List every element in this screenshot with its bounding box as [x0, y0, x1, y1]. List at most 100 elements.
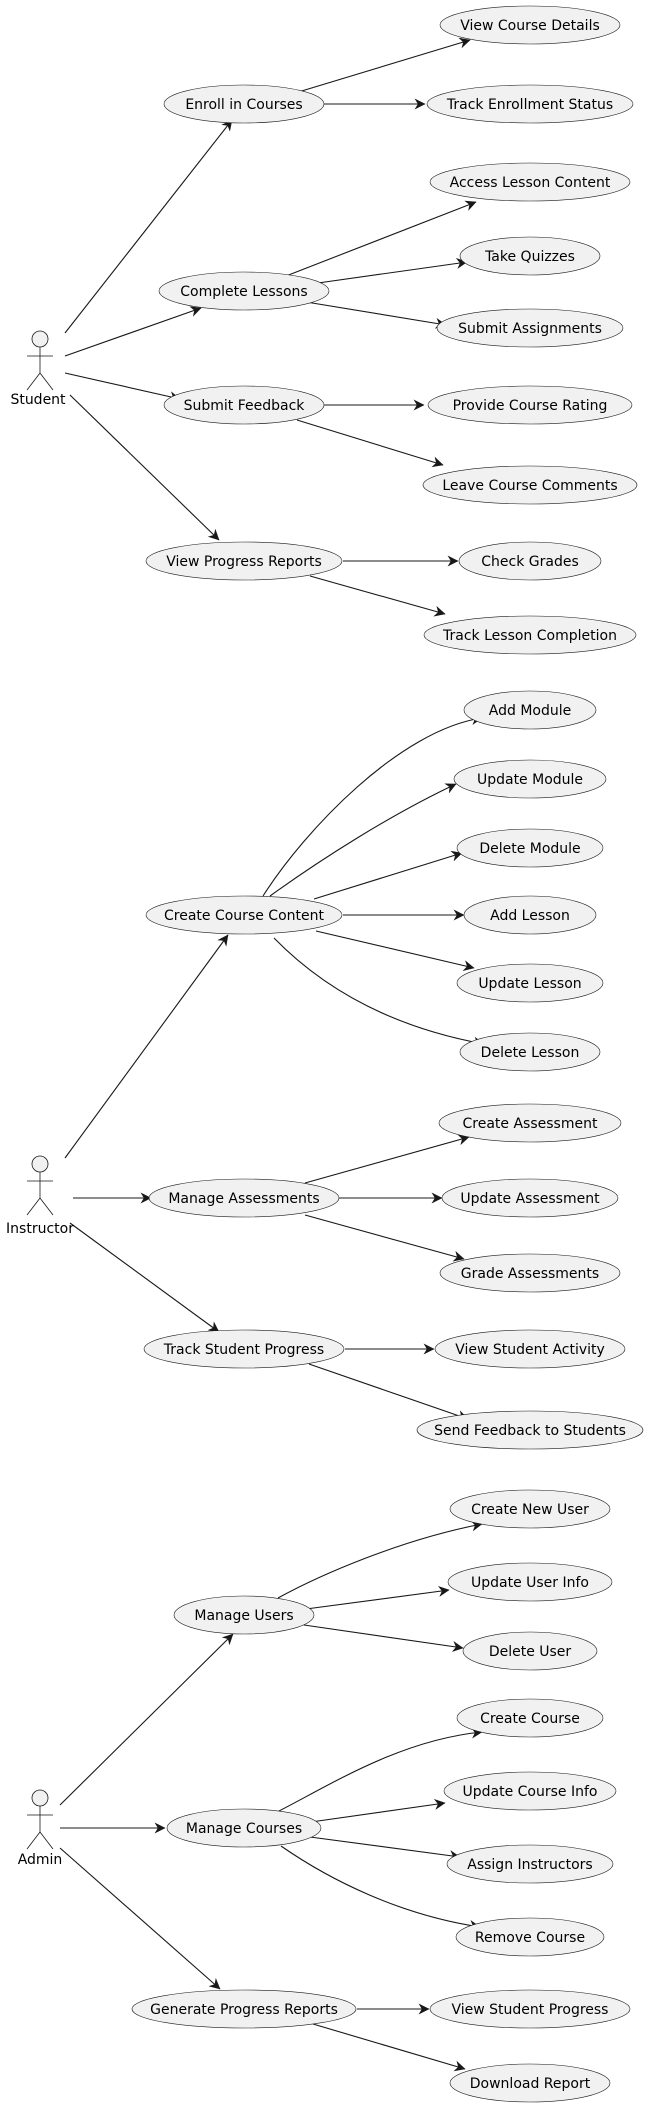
usecase-enroll-courses: Enroll in Courses	[163, 84, 325, 124]
usecase-view-progress-reports: View Progress Reports	[145, 541, 343, 581]
usecase-delete-user: Delete User	[462, 1631, 598, 1671]
usecase-label: Update Course Info	[463, 1784, 598, 1800]
edge-create-deletemodule	[313, 850, 463, 900]
actor-leg-right	[39, 372, 54, 391]
usecase-check-grades: Check Grades	[458, 541, 602, 581]
usecase-create-new-user: Create New User	[449, 1489, 611, 1529]
usecase-label: Assign Instructors	[467, 1857, 592, 1873]
edge-complete-assignments	[299, 300, 447, 329]
usecase-label: Create Assessment	[463, 1116, 598, 1132]
usecase-grade-assessments: Grade Assessments	[439, 1253, 621, 1293]
usecase-update-assessment: Update Assessment	[441, 1178, 619, 1218]
usecase-submit-assignments: Submit Assignments	[436, 308, 624, 348]
usecase-update-user-info: Update User Info	[447, 1562, 613, 1602]
edge-progress-completion	[309, 575, 446, 617]
edge-student-enroll	[64, 119, 233, 334]
usecase-label: Track Enrollment Status	[446, 97, 613, 113]
usecase-send-feedback-students: Send Feedback to Students	[416, 1410, 644, 1450]
edges	[59, 37, 485, 2072]
usecase-provide-course-rating: Provide Course Rating	[427, 385, 633, 425]
edge-student-progress	[69, 394, 220, 541]
actor-leg-right	[39, 1197, 54, 1216]
usecase-label: Remove Course	[475, 1930, 585, 1946]
edge-reports-download	[312, 2023, 466, 2072]
edge-admin-reports	[59, 1847, 221, 1990]
actor-label-student: Student	[10, 392, 66, 408]
usecase-remove-course: Remove Course	[455, 1917, 605, 1957]
usecase-download-report: Download Report	[449, 2063, 611, 2103]
edge-track-feedback	[308, 1363, 469, 1421]
edge-complete-access	[285, 200, 477, 277]
usecase-label: Manage Assessments	[168, 1191, 319, 1207]
usecase-label: Update Module	[477, 772, 583, 788]
edge-courses-assign	[309, 1836, 461, 1862]
usecase-assign-instructors: Assign Instructors	[446, 1844, 614, 1884]
edge-instructor-track	[69, 1222, 220, 1333]
usecase-label: Create Course Content	[164, 908, 324, 924]
usecase-view-student-activity: View Student Activity	[434, 1329, 626, 1369]
edge-assess-grade	[304, 1214, 465, 1262]
usecase-update-module: Update Module	[453, 759, 607, 799]
edge-create-addmodule	[262, 714, 483, 897]
usecase-label: View Student Activity	[455, 1342, 605, 1358]
usecase-label: Track Lesson Completion	[442, 628, 617, 644]
usecase-label: Submit Feedback	[184, 398, 306, 414]
edge-users-delete	[303, 1624, 464, 1652]
edge-admin-users	[59, 1633, 234, 1806]
usecase-manage-courses: Manage Courses	[166, 1808, 322, 1848]
usecase-track-student-progress: Track Student Progress	[143, 1329, 345, 1369]
usecase-label: Complete Lessons	[180, 284, 307, 300]
actor-leg-left	[26, 372, 41, 391]
usecase-create-assessment: Create Assessment	[438, 1103, 622, 1143]
usecase-leave-course-comments: Leave Course Comments	[422, 465, 638, 505]
edge-create-updatemodule	[269, 783, 457, 897]
usecase-label: Manage Courses	[186, 1821, 302, 1837]
actor-leg-left	[26, 1197, 41, 1216]
usecase-label: Manage Users	[194, 1608, 293, 1624]
usecase-label: View Progress Reports	[166, 554, 322, 570]
usecase-complete-lessons: Complete Lessons	[158, 271, 330, 311]
usecase-delete-lesson: Delete Lesson	[459, 1032, 601, 1072]
edge-enroll-details	[294, 37, 471, 94]
usecase-view-course-details: View Course Details	[439, 5, 621, 45]
edge-instructor-create	[64, 934, 229, 1159]
actor-head	[31, 1789, 49, 1807]
edge-courses-remove	[280, 1845, 481, 1931]
usecase-label: Track Student Progress	[163, 1342, 324, 1358]
usecase-label: Download Report	[470, 2076, 591, 2092]
actor-head	[31, 330, 49, 348]
actor-label-admin: Admin	[18, 1852, 63, 1868]
usecase-submit-feedback: Submit Feedback	[163, 385, 325, 425]
actor-admin: Admin	[18, 1789, 63, 1868]
edge-create-updatelesson	[315, 930, 475, 971]
usecase-delete-module: Delete Module	[456, 828, 604, 868]
edge-feedback-comments	[296, 419, 444, 468]
usecase-label: Create New User	[471, 1502, 589, 1518]
actor-leg-left	[26, 1831, 41, 1850]
usecase-label: Grade Assessments	[461, 1266, 599, 1282]
usecase-manage-users: Manage Users	[173, 1595, 315, 1635]
usecase-label: View Student Progress	[452, 2002, 609, 2018]
edge-users-create	[277, 1520, 483, 1599]
usecase-label: Delete Module	[479, 841, 580, 857]
usecase-take-quizzes: Take Quizzes	[459, 236, 601, 276]
usecase-manage-assessments: Manage Assessments	[148, 1178, 340, 1218]
usecase-label: Update User Info	[471, 1575, 589, 1591]
usecase-label: Add Lesson	[490, 908, 570, 924]
edge-student-feedback	[64, 372, 181, 403]
usecase-label: Add Module	[489, 703, 571, 719]
usecase-create-course-content: Create Course Content	[145, 895, 343, 935]
usecase-update-course-info: Update Course Info	[443, 1771, 617, 1811]
edge-student-complete	[64, 306, 202, 357]
edge-assess-create	[304, 1134, 470, 1184]
usecase-label: Leave Course Comments	[442, 478, 617, 494]
usecase-label: Submit Assignments	[458, 321, 602, 337]
usecase-track-enrollment-status: Track Enrollment Status	[426, 84, 634, 124]
edge-complete-quizzes	[310, 258, 468, 285]
usecase-label: Access Lesson Content	[450, 175, 611, 191]
usecase-add-lesson: Add Lesson	[463, 895, 597, 935]
actor-instructor: Instructor	[6, 1155, 74, 1237]
usecase-track-lesson-completion: Track Lesson Completion	[423, 615, 637, 655]
actor-leg-right	[39, 1831, 54, 1850]
